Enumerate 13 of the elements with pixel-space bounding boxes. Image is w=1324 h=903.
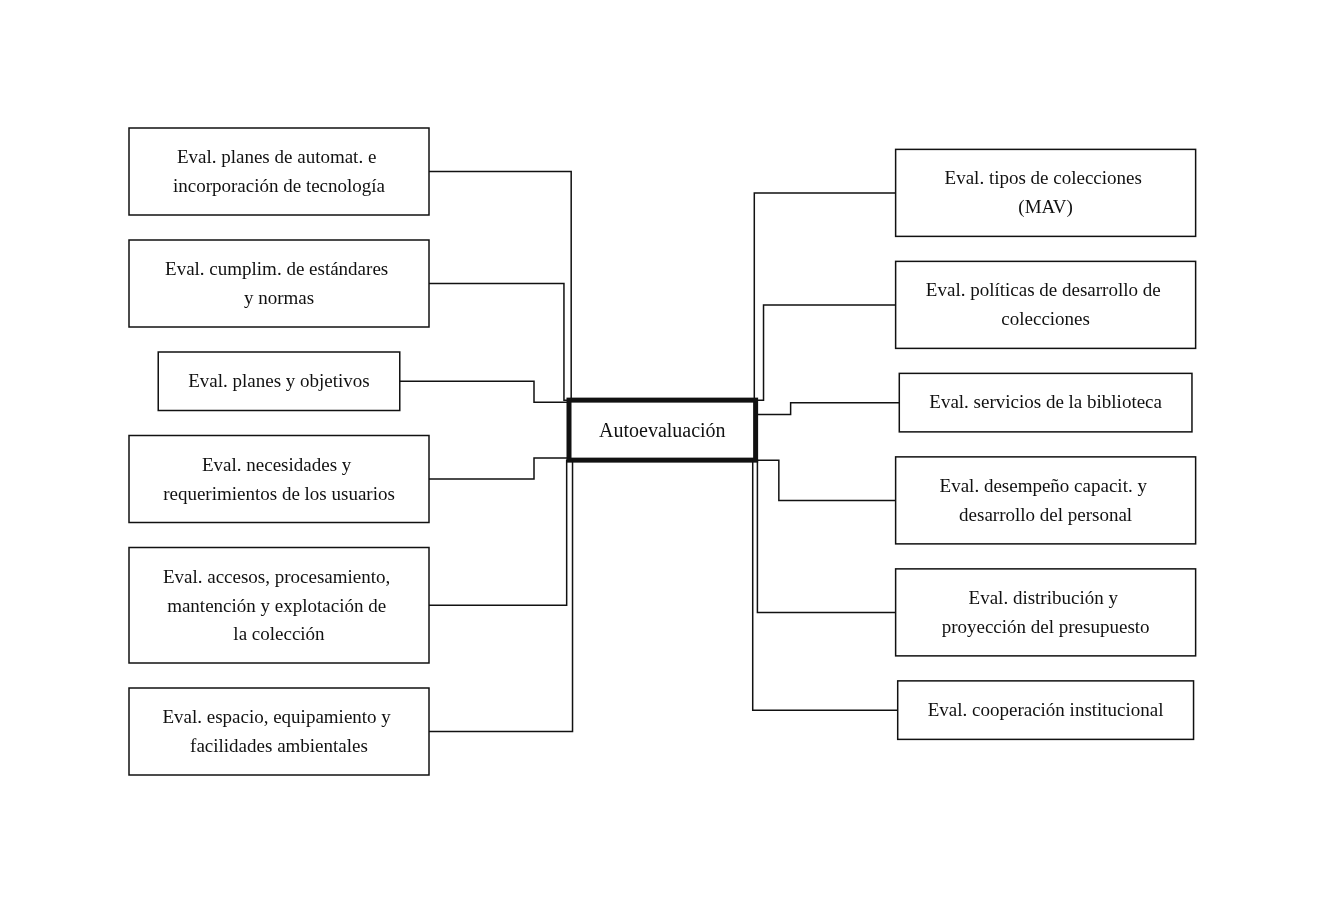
node-box: Eval. cooperación institucional bbox=[896, 680, 1194, 741]
node-box: Eval. espacio, equipamiento y facilidades ambientales bbox=[127, 687, 430, 776]
node-box: Eval. planes de automat. e incorporación de tecnología bbox=[127, 127, 430, 216]
node-box: Eval. necesidades y requerimientos de los usuarios bbox=[127, 434, 430, 524]
node-box: Autoevaluación bbox=[566, 397, 758, 463]
node-box: Eval. servicios de la biblioteca bbox=[898, 372, 1193, 433]
node-box: Eval. tipos de colecciones (MAV) bbox=[894, 148, 1197, 238]
node-box: Eval. políticas de desarrollo de colecciones bbox=[894, 260, 1197, 350]
node-box: Eval. desempeño capacit. y desarrollo del personal bbox=[894, 456, 1197, 545]
node-box: Eval. accesos, procesamiento, mantención y explotación de la colección bbox=[127, 546, 430, 664]
node-box: Eval. distribución y proyección del presupuesto bbox=[894, 568, 1197, 657]
node-box: Eval. planes y objetivos bbox=[157, 351, 401, 412]
node-box: Eval. cumplim. de estándares y normas bbox=[127, 239, 430, 328]
